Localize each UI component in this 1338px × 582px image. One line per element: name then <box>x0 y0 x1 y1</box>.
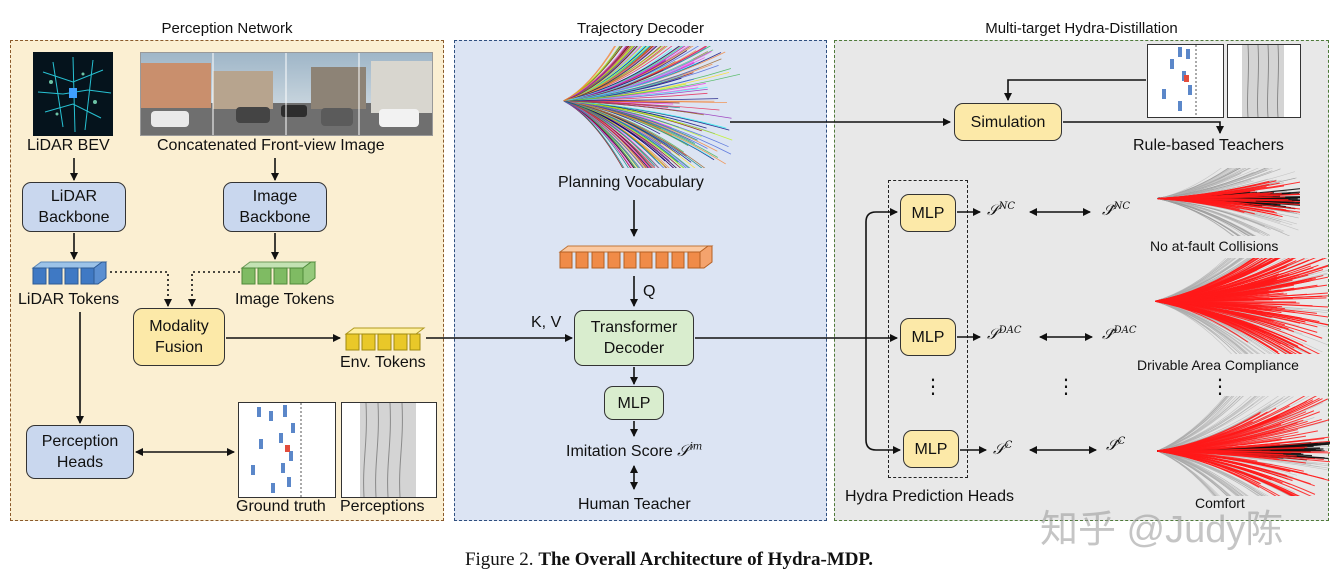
vdots-score: ⋮ <box>1056 376 1076 398</box>
drivable-label: Drivable Area Compliance <box>1137 357 1299 373</box>
no-fault-label: No at-fault Collisions <box>1150 238 1279 254</box>
mlp-nc-box: MLP <box>900 194 956 232</box>
planning-vocabulary-fan <box>560 0 742 267</box>
perception-heads-text: Perception Heads <box>41 433 119 471</box>
caption-prefix: Figure 2. <box>464 549 534 570</box>
score-nc-target: 𝒮̂NC <box>1102 201 1131 219</box>
ground-truth-map <box>238 402 336 498</box>
rule-teachers-label: Rule-based Teachers <box>1133 137 1284 154</box>
perceptions-map <box>341 402 437 498</box>
front-view-image <box>140 52 433 136</box>
imitation-score-symbol: 𝒮im <box>677 441 703 460</box>
score-dac-pred: 𝒮DAC <box>987 325 1022 343</box>
score-c-pred: 𝒮C <box>993 440 1013 458</box>
traj-mlp-box: MLP <box>604 386 664 420</box>
mlp-dac-text: MLP <box>911 328 945 346</box>
modality-fusion-text: Modality Fusion <box>149 318 209 356</box>
distill-title: Multi-target Hydra-Distillation <box>985 20 1178 37</box>
simulation-text: Simulation <box>970 113 1046 131</box>
lidar-backbone-box: LiDAR Backbone <box>22 182 126 232</box>
vdots-mlp: ⋮ <box>923 376 943 398</box>
fan-comfort <box>1150 312 1338 579</box>
score-c-sup: C <box>1004 440 1013 451</box>
transformer-decoder-box: Transformer Decoder <box>574 310 694 366</box>
mlp-nc-text: MLP <box>911 204 945 222</box>
planning-vocab-label: Planning Vocabulary <box>558 174 704 191</box>
trajectory-title: Trajectory Decoder <box>577 20 704 37</box>
score-nc-target-sup: NC <box>1113 201 1131 212</box>
perception-heads-box: Perception Heads <box>26 425 134 479</box>
transformer-decoder-text: Transformer Decoder <box>590 319 678 357</box>
simulation-box: Simulation <box>954 103 1062 141</box>
score-c-target: 𝒮̂C <box>1106 436 1126 454</box>
hydra-heads-label: Hydra Prediction Heads <box>845 488 1014 505</box>
perceptions-label: Perceptions <box>340 498 425 515</box>
score-nc-sup: NC <box>998 201 1016 212</box>
perception-title: Perception Network <box>161 20 293 37</box>
mlp-dac-box: MLP <box>900 318 956 356</box>
score-c-target-sup: C <box>1117 436 1126 447</box>
ground-truth-label: Ground truth <box>236 498 326 515</box>
fan-no-fault <box>1150 125 1307 267</box>
lidar-bev-label: LiDAR BEV <box>27 137 110 154</box>
human-teacher-label: Human Teacher <box>578 496 691 513</box>
score-dac-sup: DAC <box>998 325 1022 336</box>
imitation-score-text: Imitation Score <box>566 443 673 460</box>
front-view-label: Concatenated Front-view Image <box>157 137 385 154</box>
image-backbone-text: Image Backbone <box>239 188 311 226</box>
sim-map-a <box>1147 44 1224 118</box>
score-dac-target-sup: DAC <box>1113 325 1137 336</box>
score-nc-pred: 𝒮NC <box>987 201 1016 219</box>
traj-mlp-text: MLP <box>617 394 651 412</box>
lidar-backbone-text: LiDAR Backbone <box>38 188 110 226</box>
watermark-text: 知乎 @Judy陈 <box>1040 509 1284 551</box>
image-backbone-box: Image Backbone <box>223 182 327 232</box>
modality-fusion-box: Modality Fusion <box>133 308 225 366</box>
score-dac-target: 𝒮̂DAC <box>1102 325 1137 343</box>
comfort-label: Comfort <box>1195 495 1245 511</box>
q-label: Q <box>643 283 656 300</box>
caption-bold: The Overall Architecture of Hydra-MDP. <box>538 549 874 570</box>
imitation-score-label: Imitation Score 𝒮im <box>566 441 702 461</box>
kv-label: K, V <box>531 314 562 331</box>
image-tokens-label: Image Tokens <box>235 291 335 308</box>
lidar-tokens-label: LiDAR Tokens <box>18 291 120 308</box>
mlp-c-text: MLP <box>914 440 948 458</box>
fan-drivable <box>1148 194 1335 416</box>
env-tokens-label: Env. Tokens <box>340 354 426 371</box>
sim-map-b <box>1227 44 1301 118</box>
vdots-fan: ⋮ <box>1210 376 1230 398</box>
figure-caption: Figure 2. The Overall Architecture of Hy… <box>0 549 1338 571</box>
lidar-bev-image <box>33 52 113 136</box>
imitation-sup: im <box>689 441 703 453</box>
mlp-c-box: MLP <box>903 430 959 468</box>
